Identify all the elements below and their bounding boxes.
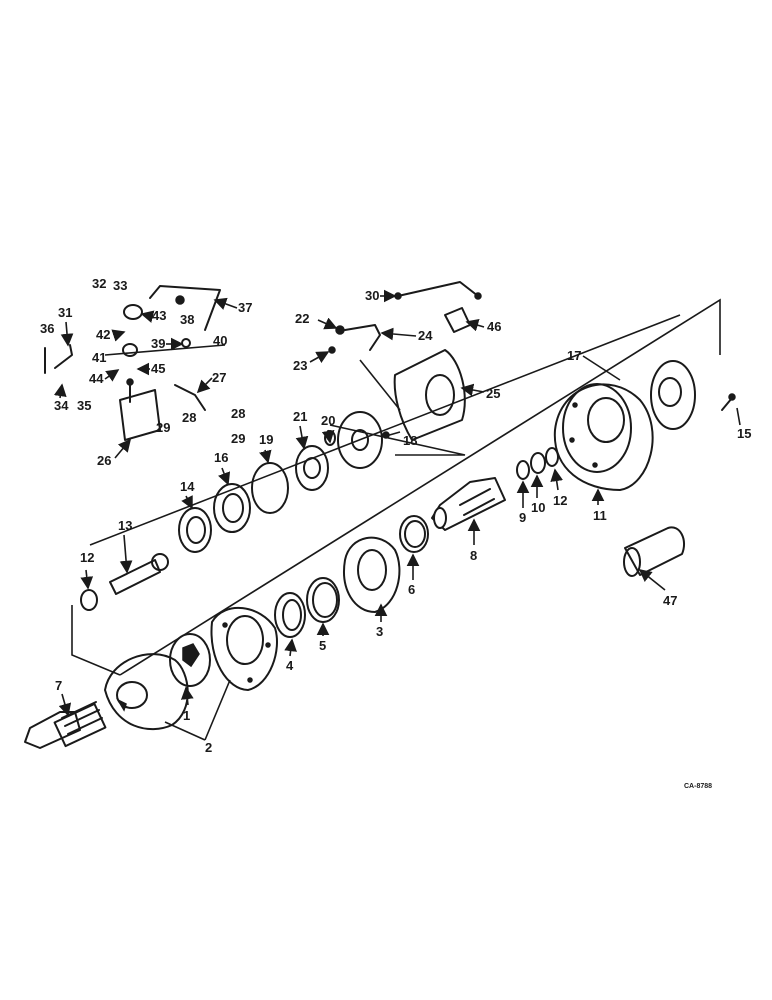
- callout-24: 24: [418, 328, 433, 343]
- callout-29-right: 29: [231, 431, 245, 446]
- part-17-cover-plate: [650, 360, 696, 430]
- part-6-ring: [399, 515, 429, 553]
- callout-4: 4: [286, 658, 294, 673]
- part-47-cover: [623, 526, 686, 577]
- callout-32: 32: [92, 276, 106, 291]
- callout-30: 30: [365, 288, 379, 303]
- part-30-tube: [394, 281, 482, 300]
- part-12-snap-ring-right: [545, 447, 559, 467]
- part-13-pin: [109, 553, 169, 595]
- part-37-tube: [149, 285, 221, 331]
- part-11-drum-housing: [553, 383, 654, 491]
- callout-16: 16: [214, 450, 228, 465]
- part-26-valve-body: [119, 378, 161, 441]
- part-27-tube: [174, 384, 206, 411]
- callout-6: 6: [408, 582, 415, 597]
- part-8-splined-shaft: [431, 477, 506, 531]
- callout-25: 25: [486, 386, 500, 401]
- part-41-fitting: [122, 343, 138, 357]
- part-23-fitting: [328, 346, 336, 354]
- callout-29-left: 29: [156, 420, 170, 435]
- part-2-carrier-housing: [104, 653, 189, 731]
- leader-lines: [53, 289, 741, 741]
- callout-5: 5: [319, 638, 326, 653]
- callout-31: 31: [58, 305, 72, 320]
- part-19-ring: [251, 462, 289, 514]
- part-12-snap-ring-left: [80, 589, 98, 611]
- callout-28-right: 28: [231, 406, 245, 421]
- part-21-plate: [295, 445, 329, 491]
- part-7-splined-shaft: [24, 701, 107, 749]
- callout-19: 19: [259, 432, 273, 447]
- part-4-ring: [274, 592, 306, 638]
- part-16-friction-disc: [213, 483, 251, 533]
- part-15-bolt: [721, 393, 736, 411]
- callout-43: 43: [152, 308, 166, 323]
- callout-46: 46: [487, 319, 501, 334]
- callout-36: 36: [40, 321, 54, 336]
- part-3-hub: [343, 536, 401, 613]
- callout-34: 34: [54, 398, 69, 413]
- callout-21: 21: [293, 409, 307, 424]
- part-10-ring: [530, 452, 546, 474]
- part-46-gasket: [444, 307, 471, 333]
- callout-26: 26: [97, 453, 111, 468]
- callout-40: 40: [213, 333, 227, 348]
- callout-22: 22: [295, 311, 309, 326]
- callout-2: 2: [205, 740, 212, 755]
- callout-23: 23: [293, 358, 307, 373]
- callout-labels: 1 2 3 4 5 6 7 8 9 10 11 12 12 13 14 15 1…: [40, 276, 751, 755]
- callout-41: 41: [92, 350, 106, 365]
- callout-7: 7: [55, 678, 62, 693]
- callout-12-left: 12: [80, 550, 94, 565]
- callout-39: 39: [151, 336, 165, 351]
- callout-12-right: 12: [553, 493, 567, 508]
- callout-45: 45: [151, 361, 165, 376]
- callout-33: 33: [113, 278, 127, 293]
- part-38-fitting: [175, 295, 185, 305]
- part-1-planet-gear: [169, 633, 211, 687]
- callout-27: 27: [212, 370, 226, 385]
- callout-9: 9: [519, 510, 526, 525]
- callout-18: 18: [403, 433, 417, 448]
- part-39-fitting: [181, 338, 191, 348]
- callout-17: 17: [567, 348, 581, 363]
- callout-13: 13: [118, 518, 132, 533]
- callout-1: 1: [183, 708, 190, 723]
- part-22-fitting: [335, 325, 345, 335]
- callout-44: 44: [89, 371, 104, 386]
- part-9-washer: [516, 460, 530, 480]
- part-18-piston: [337, 411, 390, 469]
- callout-35: 35: [77, 398, 91, 413]
- part-5-ring: [306, 577, 340, 623]
- callout-20: 20: [321, 413, 335, 428]
- part-43-cap: [123, 304, 143, 320]
- callout-11: 11: [593, 508, 607, 523]
- part-31-line: [54, 344, 73, 369]
- callout-47: 47: [663, 593, 677, 608]
- part-14-bearing-plate: [178, 507, 212, 553]
- callout-42: 42: [96, 327, 110, 342]
- callout-14: 14: [180, 479, 195, 494]
- assembly-guide-lines: [71, 298, 721, 676]
- part-2-flange: [210, 606, 278, 691]
- part-25-housing-cover: [393, 349, 466, 441]
- callout-15: 15: [737, 426, 751, 441]
- part-24-tube: [344, 324, 381, 351]
- callout-38: 38: [180, 312, 194, 327]
- callout-37: 37: [238, 300, 252, 315]
- callout-28-left: 28: [182, 410, 196, 425]
- callout-8: 8: [470, 548, 477, 563]
- callout-10: 10: [531, 500, 545, 515]
- drawing-code: CA-8788: [684, 783, 712, 790]
- callout-3: 3: [376, 624, 383, 639]
